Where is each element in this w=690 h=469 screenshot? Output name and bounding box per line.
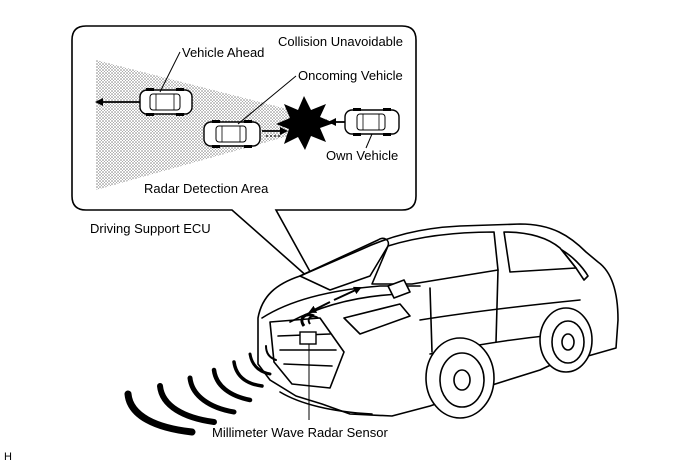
- radar-wave-arcs: [124, 345, 277, 436]
- collision-unavoidable-label: Collision Unavoidable: [278, 34, 404, 49]
- corner-mark: H: [4, 451, 12, 463]
- radar-direction-arrow-right: [333, 286, 362, 301]
- own-vehicle-label: Own Vehicle: [326, 148, 399, 163]
- oncoming-vehicle-leader: [237, 75, 297, 125]
- millimeter-wave-radar-sensor-icon: [299, 313, 319, 345]
- suv-illustration: [257, 223, 619, 419]
- oncoming-vehicle-label: Oncoming Vehicle: [298, 68, 403, 83]
- radar-direction-arrow-left: [308, 301, 331, 313]
- own-vehicle-car: [344, 108, 400, 136]
- radar-detection-area-label: Radar Detection Area: [144, 181, 269, 196]
- vehicle-ahead-label: Vehicle Ahead: [182, 45, 265, 60]
- driving-support-ecu-label: Driving Support ECU: [90, 221, 211, 236]
- collision-burst-icon: [276, 96, 334, 150]
- own-vehicle-leader: [365, 133, 373, 149]
- oncoming-vehicle-car: [203, 120, 261, 148]
- vehicle-ahead-car: [139, 88, 193, 116]
- vehicle-ahead-leader: [159, 51, 181, 93]
- millimeter-wave-radar-sensor-label: Millimeter Wave Radar Sensor: [212, 425, 388, 440]
